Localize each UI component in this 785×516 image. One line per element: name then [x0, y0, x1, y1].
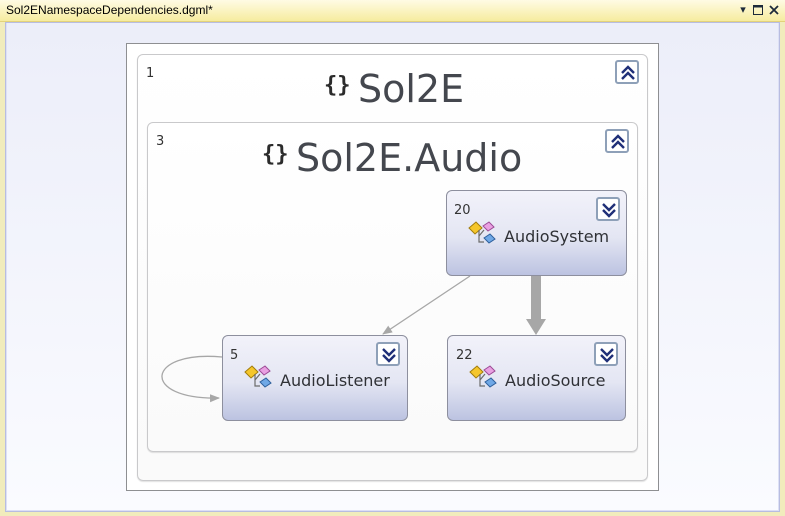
- document-tab[interactable]: Sol2ENamespaceDependencies.dgml* ▾: [0, 0, 785, 22]
- chevron-double-up-icon: [621, 65, 635, 80]
- link-audiolistener-self[interactable]: [161, 355, 223, 403]
- close-icon[interactable]: [767, 3, 781, 17]
- chevron-double-down-icon: [600, 348, 614, 363]
- expand-node-button[interactable]: [376, 342, 400, 366]
- node-label: AudioSource: [505, 371, 606, 390]
- window-menu-dropdown-icon[interactable]: ▾: [740, 3, 746, 16]
- node-index: 20: [454, 203, 471, 218]
- link-audiosystem-audiosource[interactable]: [526, 276, 546, 335]
- collapse-group-button[interactable]: [605, 129, 629, 153]
- chevron-double-up-icon: [611, 134, 625, 149]
- expand-node-button[interactable]: [596, 197, 620, 221]
- chevron-double-down-icon: [382, 348, 396, 363]
- node-audiolistener[interactable]: 5 AudioListener: [222, 335, 408, 421]
- link-audiosystem-audiolistener[interactable]: [382, 275, 471, 335]
- namespace-braces-icon: {}: [324, 73, 351, 98]
- node-label: AudioSystem: [504, 227, 610, 246]
- node-audiosystem[interactable]: 20 AudioSystem: [446, 190, 627, 276]
- node-index: 5: [230, 348, 239, 363]
- class-icon: [468, 221, 496, 244]
- expand-node-button[interactable]: [594, 342, 618, 366]
- class-icon: [244, 365, 272, 388]
- collapse-group-button[interactable]: [615, 60, 639, 84]
- class-icon: [469, 365, 497, 388]
- group-index: 3: [156, 134, 165, 149]
- node-label: AudioListener: [280, 371, 390, 390]
- maximize-icon[interactable]: [751, 3, 765, 17]
- node-index: 22: [456, 348, 473, 363]
- group-title: Sol2E.Audio: [296, 136, 523, 180]
- namespace-braces-icon: {}: [262, 142, 289, 167]
- document-tab-title: Sol2ENamespaceDependencies.dgml*: [6, 3, 213, 17]
- node-audiosource[interactable]: 22 AudioSource: [447, 335, 626, 421]
- chevron-double-down-icon: [602, 203, 616, 218]
- group-index: 1: [146, 66, 155, 81]
- group-title: Sol2E: [358, 67, 465, 111]
